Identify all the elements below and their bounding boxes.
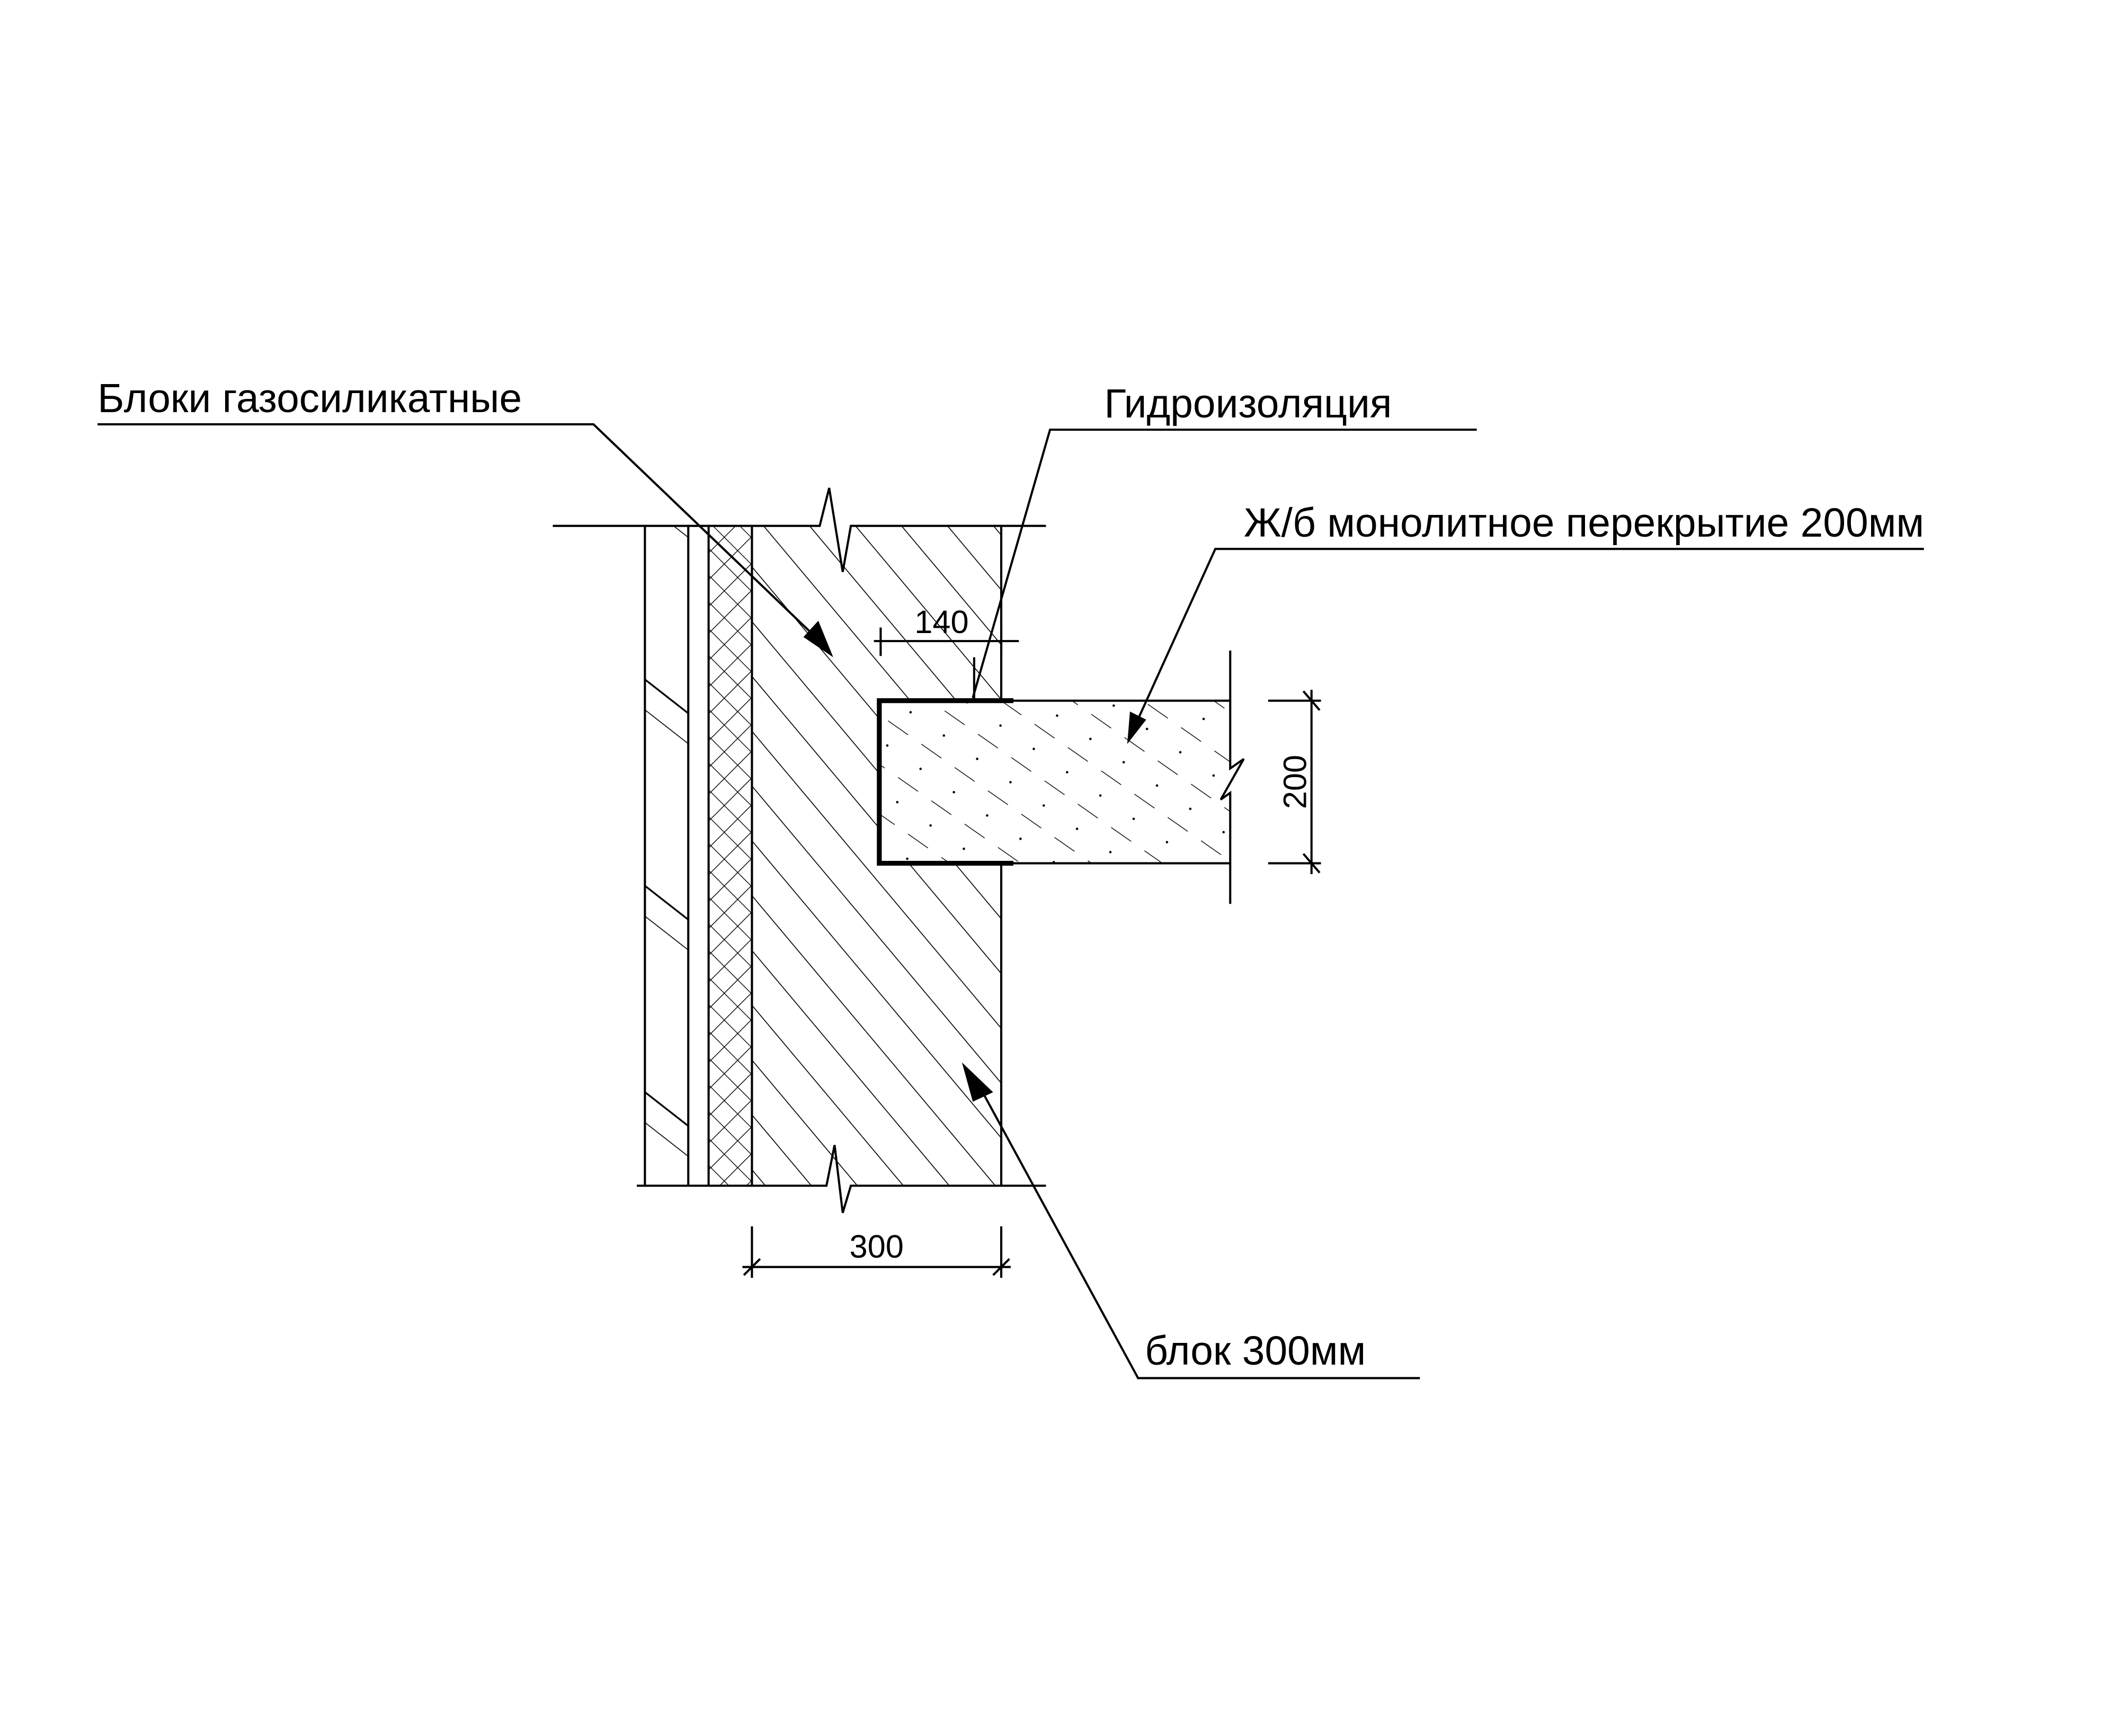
rc-monolithic-slab: [879, 700, 1231, 863]
callout-rc-slab: Ж/б монолитное перекрытие 200мм: [1127, 501, 1924, 744]
arrow-icon: [1127, 711, 1146, 744]
callout-block: блок 300мм: [961, 1062, 1420, 1379]
arrow-icon: [961, 1062, 993, 1102]
dimension-140: 140: [874, 604, 1019, 656]
arrow-icon: [803, 620, 833, 657]
outer-cladding-layer: [645, 526, 689, 1186]
label-rc-slab: Ж/б монолитное перекрытие 200мм: [1244, 501, 1924, 546]
callout-waterproofing: Гидроизоляция: [972, 381, 1477, 701]
insulation-layer: [708, 526, 752, 1186]
label-block: блок 300мм: [1145, 1329, 1366, 1374]
bottom-break-line: [637, 1145, 1046, 1213]
dimension-200: 200: [1268, 690, 1321, 875]
top-break-line: [553, 487, 1046, 573]
dimension-140-text: 140: [914, 604, 968, 640]
waterproofing-layer: [877, 698, 1014, 866]
label-waterproofing: Гидроизоляция: [1104, 381, 1392, 426]
dimension-200-text: 200: [1277, 755, 1313, 809]
gas-silicate-block-wall: [752, 526, 1002, 1186]
callout-gas-silicate-blocks: Блоки газосиликатные: [97, 376, 833, 657]
label-gas-silicate-blocks: Блоки газосиликатные: [97, 376, 522, 421]
dimension-300: 300: [742, 1226, 1011, 1278]
slab-break-line: [1219, 651, 1245, 904]
dimension-300-text: 300: [850, 1228, 904, 1265]
